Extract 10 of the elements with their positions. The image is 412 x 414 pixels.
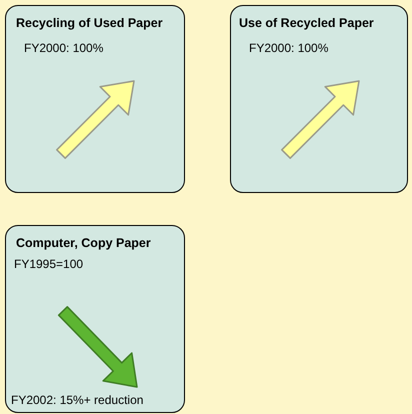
card-text: FY2000: 100%: [24, 41, 104, 55]
info-card: [5, 5, 185, 193]
card-title: Recycling of Used Paper: [16, 16, 163, 30]
card-text: FY2000: 100%: [249, 41, 328, 55]
info-card: [5, 225, 185, 413]
card-text: FY1995=100: [14, 257, 84, 271]
info-card: [230, 5, 408, 193]
card-title: Computer, Copy Paper: [16, 236, 151, 250]
card-text: FY2002: 15%+ reduction: [11, 393, 144, 407]
card-title: Use of Recycled Paper: [239, 16, 374, 30]
